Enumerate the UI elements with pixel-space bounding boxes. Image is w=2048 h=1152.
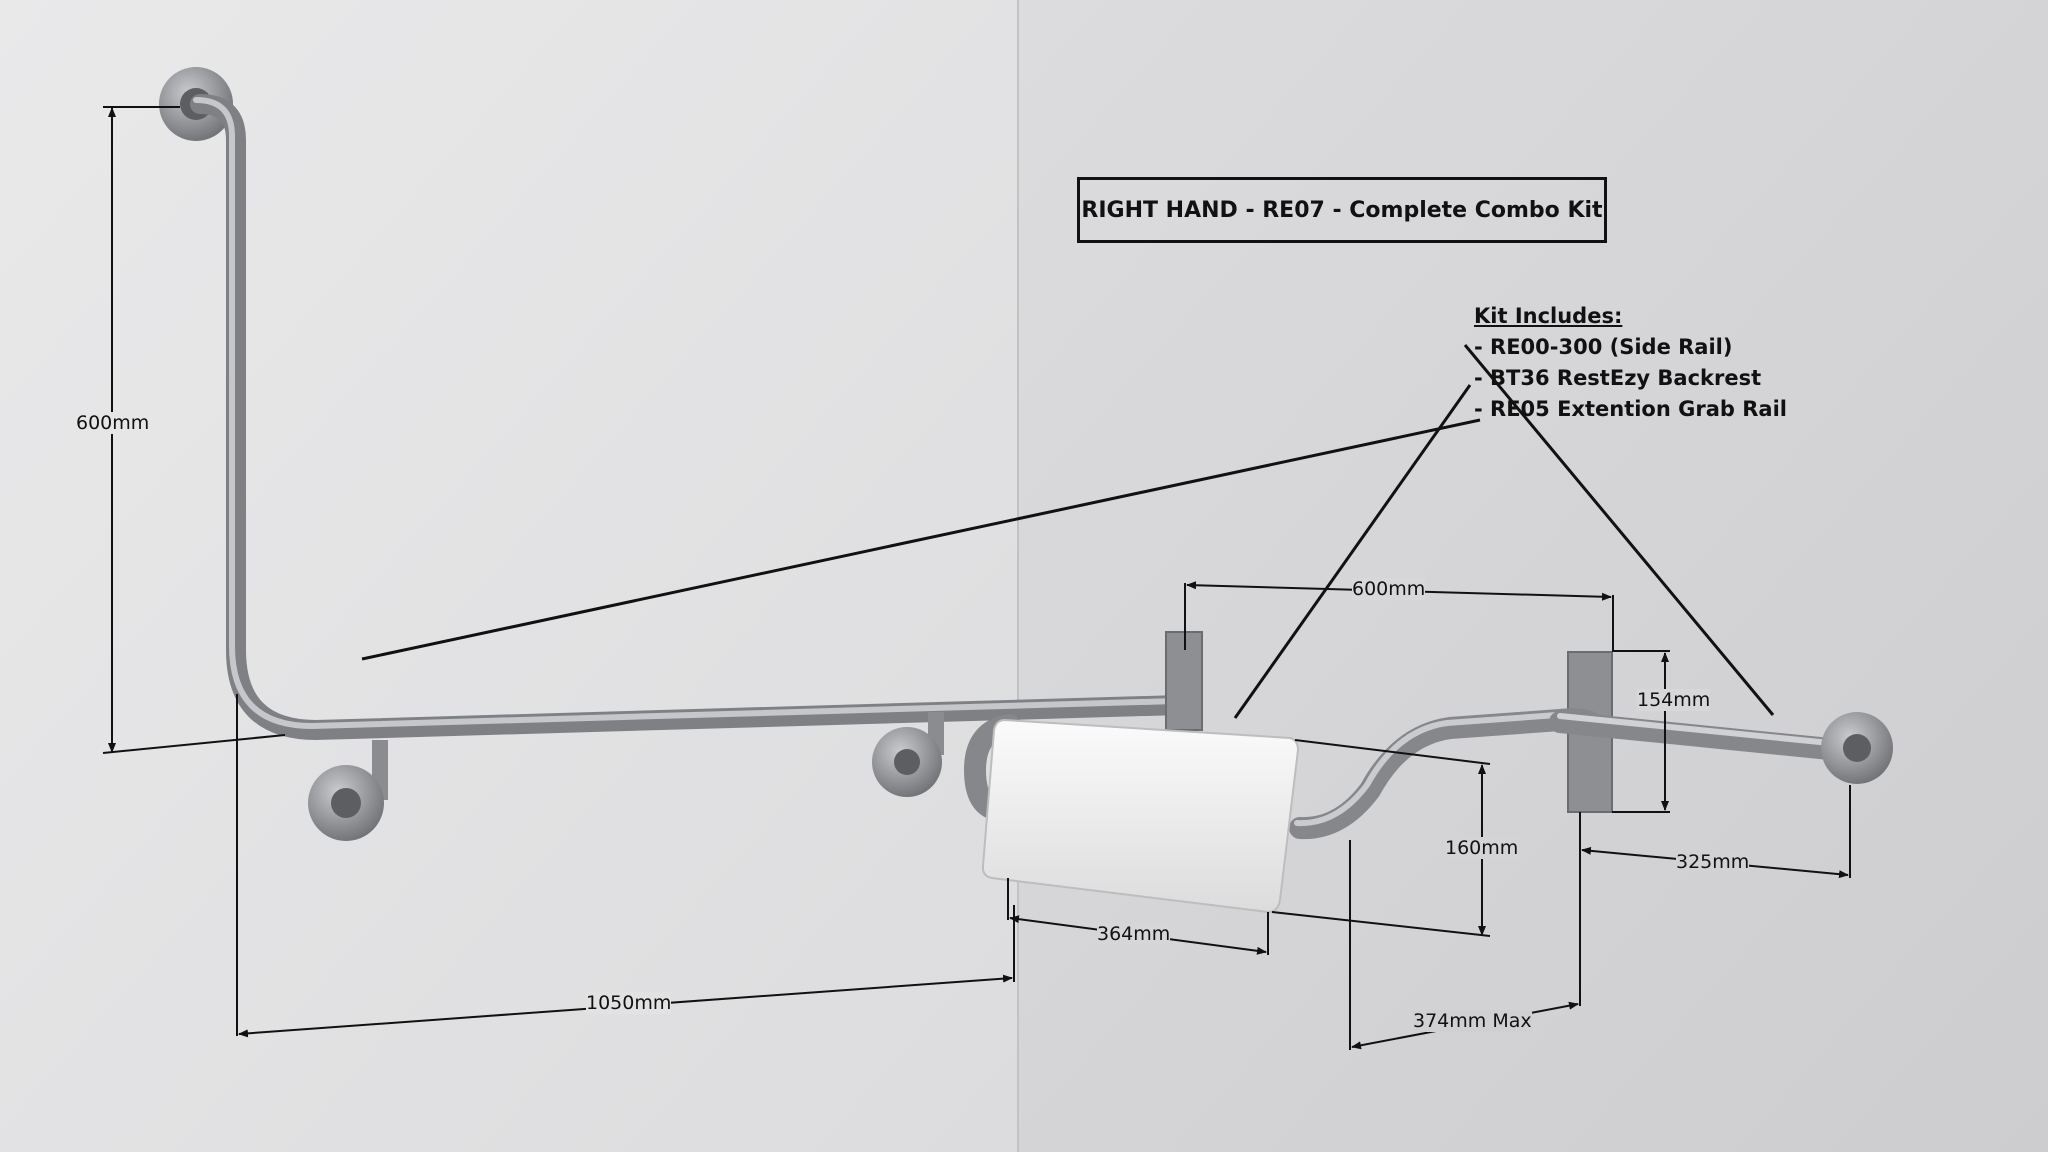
- left-wall: [0, 0, 1018, 1152]
- kit-title-box: RIGHT HAND - RE07 - Complete Combo Kit: [1077, 177, 1607, 243]
- dim-label-600-top: 600mm: [1352, 578, 1426, 600]
- kit-item-side-rail: - RE00-300 (Side Rail): [1474, 335, 1733, 359]
- dim-label-1050: 1050mm: [586, 992, 672, 1014]
- leader-grab-rail: [1463, 344, 1775, 716]
- side-rail: [159, 67, 1190, 841]
- kit-includes-heading: Kit Includes:: [1474, 304, 1623, 328]
- dim-label-374: 374mm Max: [1413, 1010, 1532, 1032]
- kit-item-grab-rail: - RE05 Extention Grab Rail: [1474, 397, 1787, 421]
- right-wall: [1018, 0, 2048, 1152]
- extension-grab-rail: [1549, 711, 1893, 784]
- kit-title: RIGHT HAND - RE07 - Complete Combo Kit: [1081, 197, 1603, 223]
- dim-label-160: 160mm: [1445, 837, 1519, 859]
- dim-label-364: 364mm: [1097, 923, 1171, 945]
- leader-backrest: [1233, 384, 1472, 719]
- leader-side-rail: [361, 418, 1481, 661]
- dim-label-325: 325mm: [1676, 851, 1750, 873]
- backrest-cushion: [981, 718, 1300, 914]
- dim-label-154: 154mm: [1637, 689, 1711, 711]
- dim-label-vertical-600: 600mm: [76, 412, 150, 434]
- kit-includes-list: Kit Includes: - RE00-300 (Side Rail) - B…: [1474, 301, 1787, 425]
- kit-item-backrest: - BT36 RestEzy Backrest: [1474, 366, 1762, 390]
- leader-lines: [361, 344, 1775, 719]
